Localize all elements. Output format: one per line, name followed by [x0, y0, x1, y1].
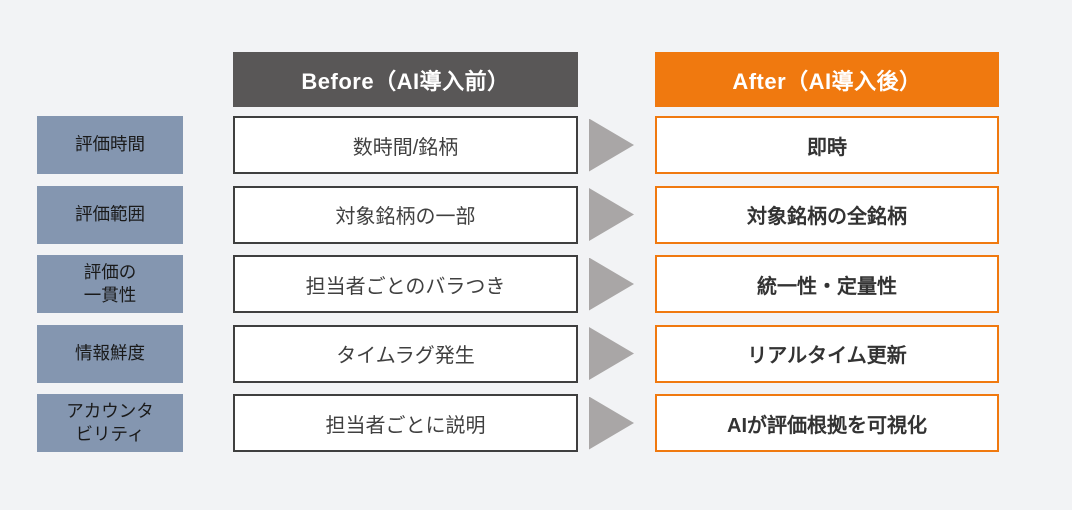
header-row: Before（AI導入前） After（AI導入後） — [37, 52, 999, 107]
after-column-header: After（AI導入後） — [655, 52, 999, 107]
comparison-grid: Before（AI導入前） After（AI導入後） 評価時間 数時間/銘柄 即… — [37, 52, 999, 464]
after-value-box: 即時 — [655, 116, 999, 174]
after-value-box: 統一性・定量性 — [655, 255, 999, 313]
after-value-box: 対象銘柄の全銘柄 — [655, 185, 999, 244]
comparison-row-accountability: アカウンタ ビリティ 担当者ごとに説明 AIが評価根拠を可視化 — [37, 394, 999, 452]
before-value-box: 担当者ごとに説明 — [233, 394, 578, 452]
arrow-right-icon — [589, 396, 634, 450]
arrow-right-icon — [589, 327, 634, 380]
before-value-box: 数時間/銘柄 — [233, 116, 578, 174]
category-label: アカウンタ ビリティ — [37, 394, 183, 452]
arrow-right-icon — [589, 257, 634, 311]
before-column-header: Before（AI導入前） — [233, 52, 578, 107]
header-label-spacer — [37, 52, 183, 107]
after-value-box: リアルタイム更新 — [655, 324, 999, 383]
before-value-box: タイムラグ発生 — [233, 324, 578, 383]
after-value-box: AIが評価根拠を可視化 — [655, 394, 999, 452]
category-label: 評価範囲 — [37, 185, 183, 244]
arrow-right-icon — [589, 118, 634, 172]
comparison-row-evaluation-scope: 評価範囲 対象銘柄の一部 対象銘柄の全銘柄 — [37, 185, 999, 244]
category-label: 評価の 一貫性 — [37, 255, 183, 313]
category-label: 情報鮮度 — [37, 324, 183, 383]
before-value-box: 担当者ごとのバラつき — [233, 255, 578, 313]
header-arrow-spacer — [578, 52, 655, 107]
arrow-right-icon — [589, 188, 634, 241]
comparison-row-evaluation-time: 評価時間 数時間/銘柄 即時 — [37, 116, 999, 174]
comparison-row-evaluation-consistency: 評価の 一貫性 担当者ごとのバラつき 統一性・定量性 — [37, 255, 999, 313]
comparison-row-information-freshness: 情報鮮度 タイムラグ発生 リアルタイム更新 — [37, 324, 999, 383]
category-label: 評価時間 — [37, 116, 183, 174]
before-value-box: 対象銘柄の一部 — [233, 185, 578, 244]
